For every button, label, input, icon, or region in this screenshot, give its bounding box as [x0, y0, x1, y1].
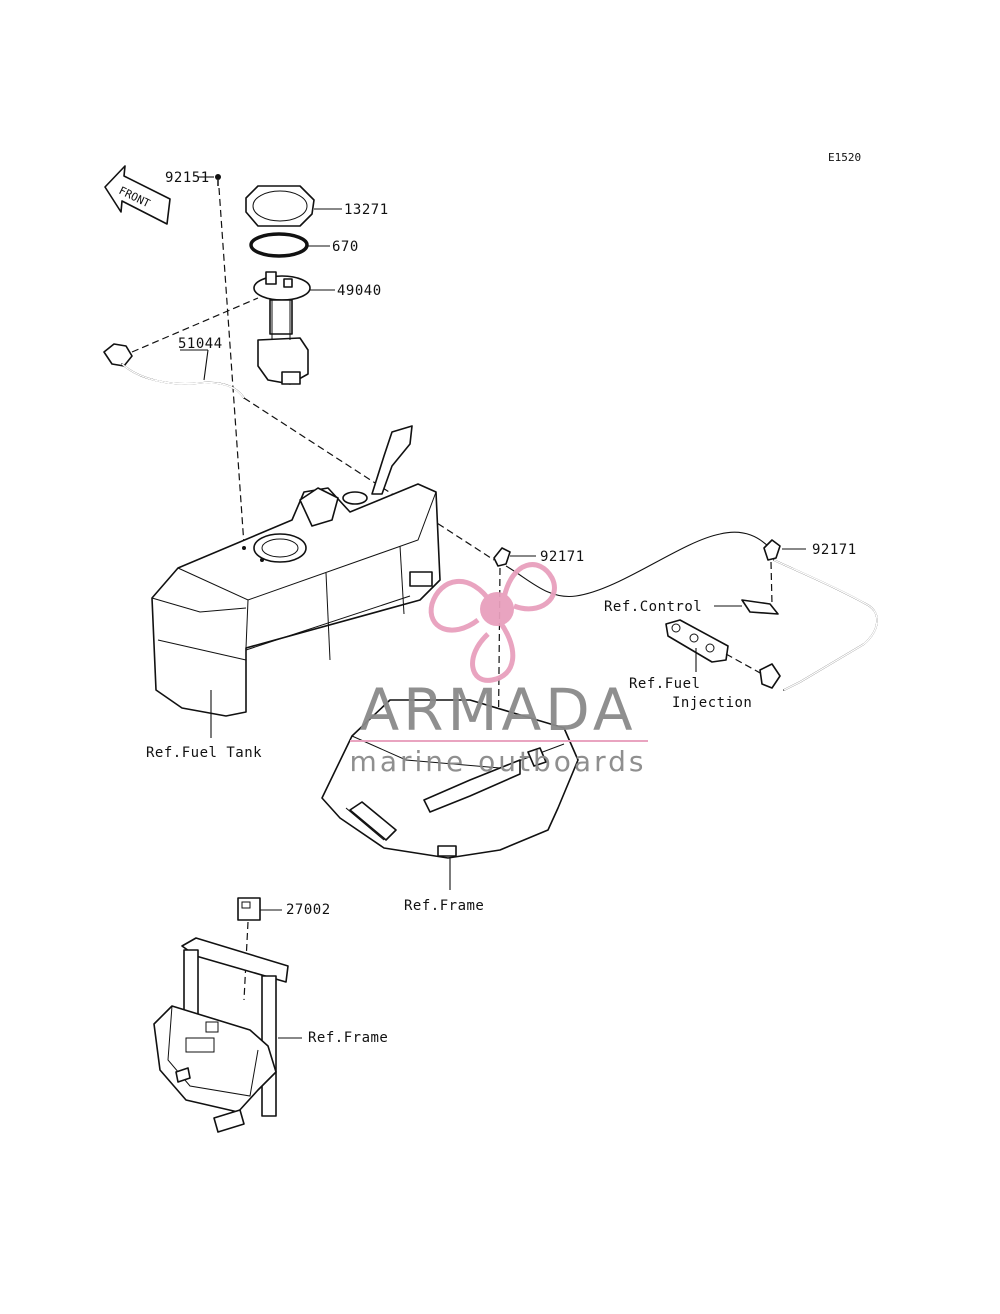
- frame-center-icon: [321, 699, 579, 859]
- propeller-logo-icon: [428, 562, 557, 683]
- ref-frame-bottom: Ref.Frame: [308, 1030, 388, 1046]
- callout-92151: 92151: [165, 170, 210, 186]
- fuel-injection-rail-icon: [665, 619, 781, 689]
- callout-13271: 13271: [344, 202, 389, 218]
- ref-control: Ref.Control: [604, 599, 702, 615]
- control-bracket-icon: [741, 599, 779, 615]
- hose-clamp-icon: [493, 547, 511, 567]
- diagram-code: E1520: [828, 151, 861, 164]
- callout-51044: 51044: [178, 336, 223, 352]
- pump-retainer-plate-icon: [245, 185, 315, 227]
- fuel-hose-icon: [103, 343, 245, 399]
- callout-27002: 27002: [286, 902, 331, 918]
- ref-fuel-tank: Ref.Fuel Tank: [146, 745, 262, 761]
- watermark-brand: ARMADA: [359, 676, 636, 744]
- fuel-pump-icon: [253, 271, 311, 385]
- front-arrow-icon: FRONT: [104, 165, 171, 225]
- hose-clamp-icon: [763, 539, 781, 561]
- callout-92171-center: 92171: [540, 549, 585, 565]
- screw-icon: [215, 174, 221, 186]
- o-ring-icon: [249, 232, 309, 258]
- frame-bottom-icon: [153, 937, 289, 1133]
- callout-92171-right: 92171: [812, 542, 857, 558]
- fuel-tank-icon: [151, 425, 441, 717]
- ref-fuel-injection-line1: Ref.Fuel: [629, 676, 700, 692]
- ref-fuel-injection-line2: Injection: [672, 695, 752, 711]
- callout-49040: 49040: [337, 283, 382, 299]
- watermark-tagline: marine outboards: [350, 745, 647, 778]
- watermark: ARMADA marine outboards: [350, 562, 648, 778]
- ref-frame-center: Ref.Frame: [404, 898, 484, 914]
- switch-icon: [237, 897, 261, 921]
- callout-670: 670: [332, 239, 359, 255]
